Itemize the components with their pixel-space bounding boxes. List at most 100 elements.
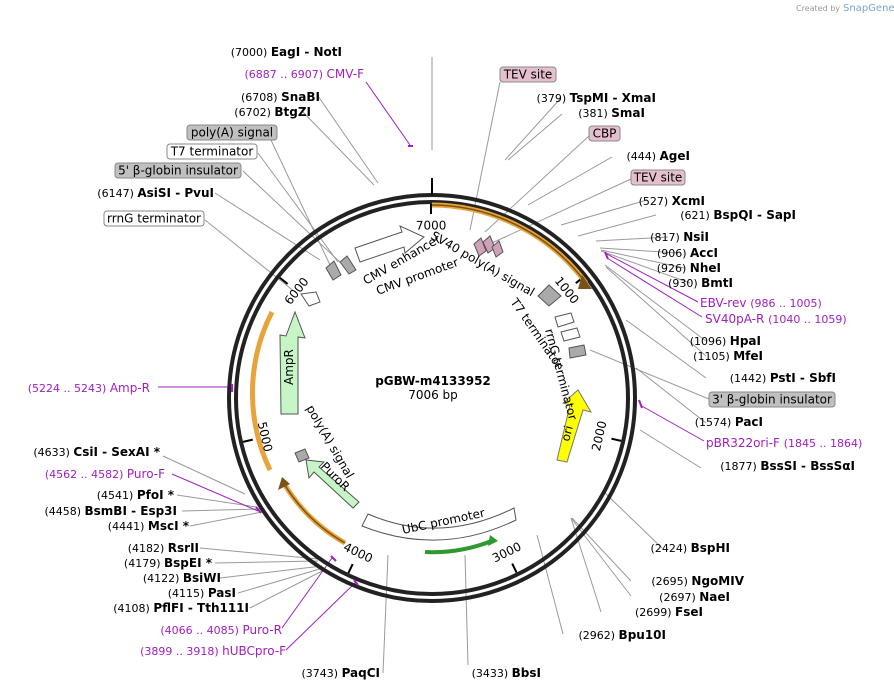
site-label-text: (4458) BsmBI - Esp3I [44, 504, 177, 518]
site-name: TspMI - XmaI [570, 91, 656, 105]
site-label-text: (1574) PacI [695, 415, 763, 429]
site-pos: (3433) [472, 667, 512, 680]
tev-site-1-mark [473, 237, 487, 257]
site-label-text: (2697) NaeI [659, 590, 730, 604]
site-label: (1574) PacI [695, 415, 763, 429]
site-pos: (4633) [33, 446, 73, 459]
site-name: PflFI - Tth111I [153, 601, 249, 615]
primer-name: Amp-R [110, 381, 150, 395]
feature-box-bg [166, 143, 258, 160]
feature-box-bg [499, 66, 557, 83]
site-label-text: (621) BspQI - SapI [680, 208, 796, 222]
site-label-text: (906) AccI [657, 246, 718, 260]
scale-label-1000: 1000 [552, 274, 582, 307]
site-label: (2697) NaeI [659, 590, 730, 604]
site-label-text: (4541) PfoI * [97, 488, 175, 502]
site-pos: (1096) [690, 335, 730, 348]
feature-box: TEV site [630, 169, 686, 186]
primer-range: (3899 .. 3918) [140, 645, 222, 658]
site-label: (4541) PfoI * [97, 488, 175, 502]
site-pos: (2699) [635, 606, 675, 619]
primer-label: (4562 .. 4582) Puro-F [45, 467, 165, 481]
scale-tick [347, 563, 354, 574]
site-name: SnaBI [281, 90, 320, 104]
scale-tick [242, 438, 253, 443]
site-name: BspEI * [164, 556, 213, 570]
site-pos: (444) [626, 150, 659, 163]
site-name: CsiI - SexAI * [73, 445, 160, 459]
site-label: (906) AccI [657, 246, 718, 260]
primer-range: (1040 .. 1059) [768, 313, 847, 326]
created-by-text: Created by [796, 4, 840, 13]
primer-name: Puro-F [127, 467, 165, 481]
feature-box-bg [186, 124, 278, 141]
site-name: MfeI [733, 349, 763, 363]
site-name: PfoI * [137, 488, 175, 502]
backbone-inner [234, 200, 630, 596]
site-pos: (2424) [651, 542, 691, 555]
scale-tick [511, 563, 518, 574]
site-label-text: (3743) PaqCI [301, 666, 380, 680]
site-label: (4182) RsrII [128, 541, 199, 555]
site-name: BssSI - BssSαI [760, 459, 855, 473]
ubc-green-arrow [488, 535, 498, 546]
site-label: (6702) BtgZI [234, 105, 311, 119]
feature-box: TEV site [499, 66, 557, 83]
scale-label-4000: 4000 [341, 540, 375, 566]
scale-label-3000: 3000 [490, 539, 524, 565]
ampr-feature [279, 310, 306, 415]
ubc-green-arc [424, 538, 495, 555]
site-label-text: (1442) PstI - SbfI [730, 371, 836, 385]
puror-arc-inner [282, 481, 346, 544]
plasmid-name: pGBW-m4133952 [375, 374, 491, 388]
site-pos: (930) [668, 277, 701, 290]
site-label-text: (2695) NgoMIV [651, 574, 744, 588]
site-pos: (2697) [659, 591, 699, 604]
site-label: (930) BmtI [668, 276, 733, 290]
site-label: (4122) BsiWI [143, 571, 221, 585]
site-label-text: (2962) Bpu10I [578, 628, 666, 642]
site-label: (2962) Bpu10I [578, 628, 666, 642]
scale-label-5000: 5000 [255, 420, 276, 453]
site-label-text: (1096) HpaI [690, 334, 761, 348]
site-label: (444) AgeI [626, 149, 690, 163]
feature-box-label: CBP [593, 127, 617, 141]
site-label: (2695) NgoMIV [651, 574, 744, 588]
scale-tick [611, 437, 622, 442]
site-name: HpaI [730, 334, 761, 348]
site-label-text: (926) NheI [657, 261, 721, 275]
feature-box: poly(A) signal [186, 124, 278, 141]
site-label-text: (444) AgeI [626, 149, 690, 163]
site-pos: (906) [657, 247, 690, 260]
feature-box-bg [708, 391, 836, 408]
site-label-text: (4108) PflFI - Tth111I [113, 601, 249, 615]
site-label: (926) NheI [657, 261, 721, 275]
feature-box-label: poly(A) signal [191, 126, 273, 140]
site-name: BsmBI - Esp3I [85, 504, 177, 518]
primer-range: (1845 .. 1864) [784, 437, 863, 450]
label-rrng-terminator: rrnG terminator [542, 327, 580, 421]
site-label: (3743) PaqCI [301, 666, 380, 680]
site-pos: (4179) [124, 557, 164, 570]
polyA-box-lower [294, 448, 310, 463]
feature-box-bg [103, 210, 205, 227]
site-name: BmtI [701, 276, 733, 290]
site-pos: (1574) [695, 416, 735, 429]
site-label: (2424) BspHI [651, 541, 730, 555]
feature-box-label: TEV site [503, 68, 553, 82]
label-ampr: AmpR [282, 349, 296, 385]
site-name: BtgZI [274, 105, 311, 119]
site-name: BspHI [691, 541, 730, 555]
rrng-term-box-left [300, 291, 321, 307]
cmv-enhancer-arrow [354, 225, 425, 263]
site-name: XcmI [672, 194, 705, 208]
site-name: SmaI [611, 106, 645, 120]
feature-box: 5' β-globin insulator [114, 162, 242, 179]
feature-box-label: T7 terminator [170, 145, 254, 159]
site-label: (817) NsiI [650, 230, 709, 244]
primer-name: Puro-R [242, 623, 282, 637]
site-label-text: (4179) BspEI * [124, 556, 213, 570]
ori-feature [556, 389, 593, 463]
scale-tick [279, 276, 289, 285]
